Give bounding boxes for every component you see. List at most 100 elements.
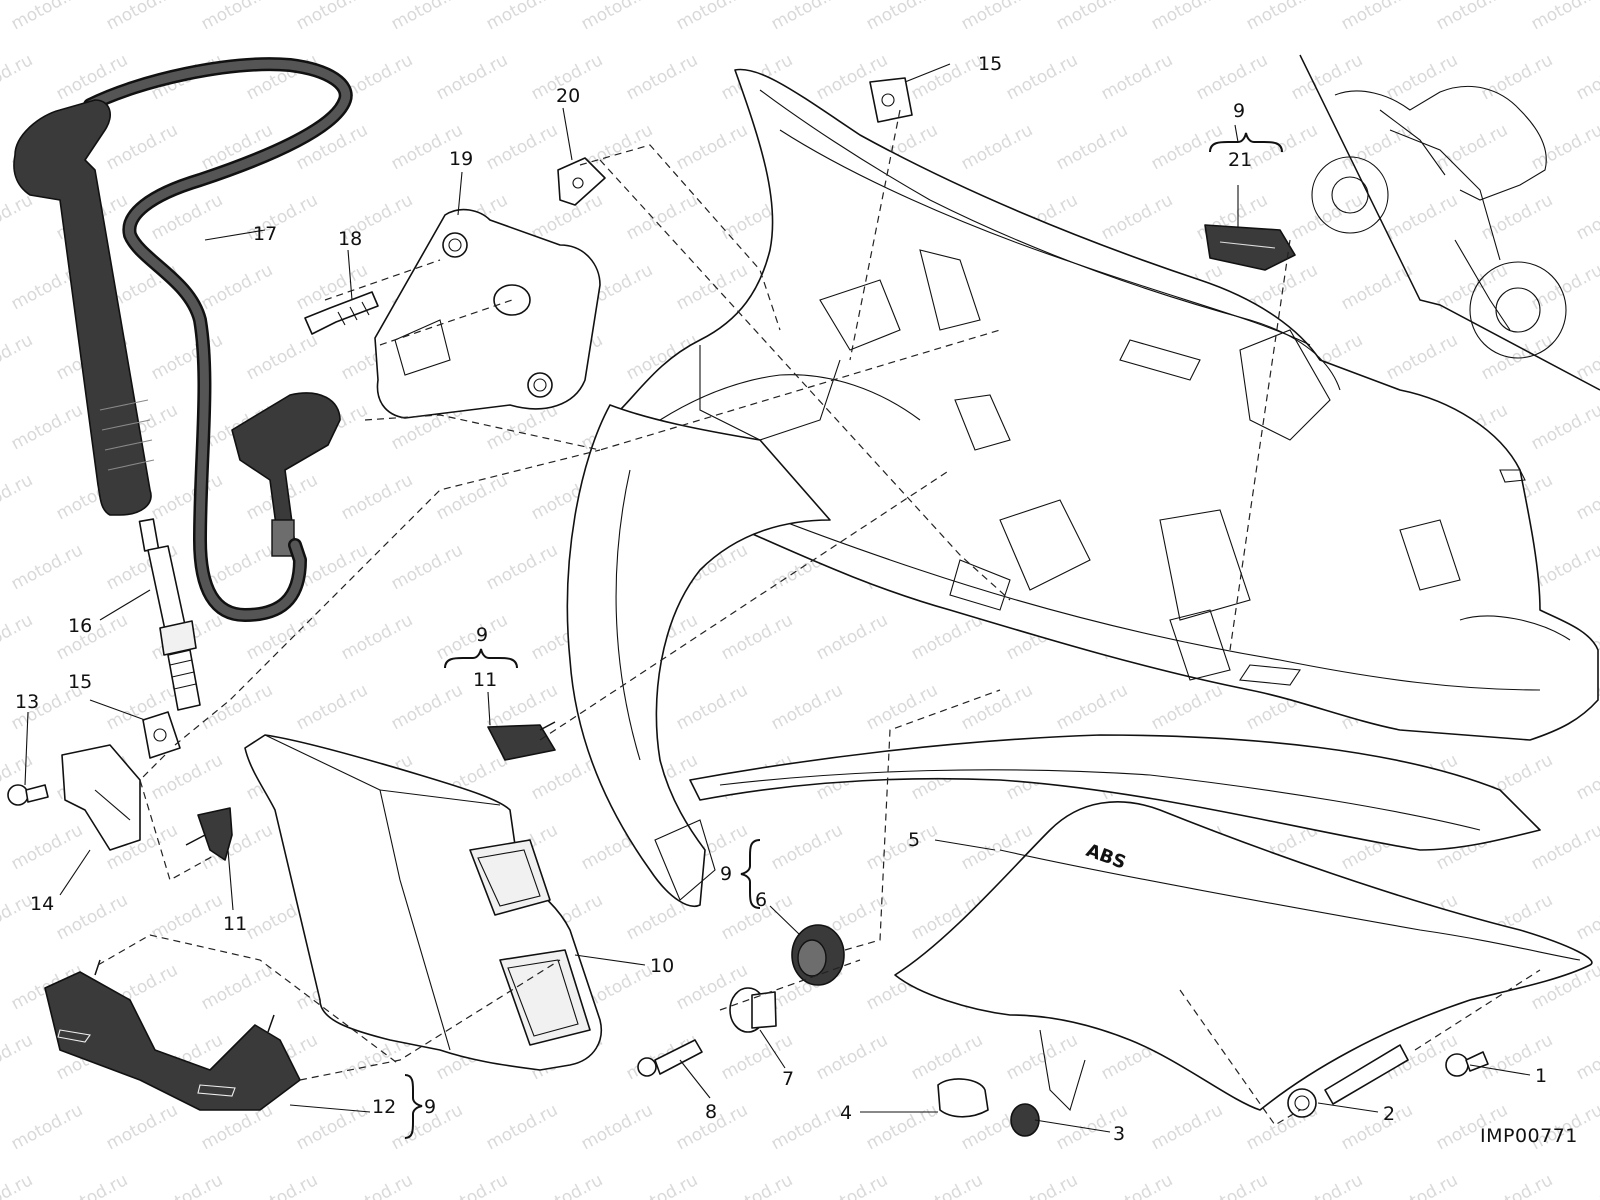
watermark-text: motod.ru bbox=[623, 50, 701, 104]
callout-9-bottom: 9 bbox=[424, 1096, 436, 1118]
watermark-text: motod.ru bbox=[673, 680, 751, 734]
ht-lead bbox=[83, 57, 353, 622]
callout-16: 16 bbox=[68, 615, 92, 637]
watermark-text: motod.ru bbox=[1243, 0, 1321, 34]
watermark-text: motod.ru bbox=[1573, 50, 1600, 104]
watermark-text: motod.ru bbox=[1478, 190, 1556, 244]
watermark-text: motod.ru bbox=[1288, 190, 1366, 244]
watermark-text: motod.ru bbox=[1383, 190, 1461, 244]
watermark-text: motod.ru bbox=[1528, 0, 1600, 34]
watermark-text: motod.ru bbox=[1098, 190, 1176, 244]
watermark-text: motod.ru bbox=[293, 0, 371, 34]
watermark-text: motod.ru bbox=[958, 0, 1036, 34]
abs-cover: ABS bbox=[894, 801, 1593, 1112]
watermark-text: motod.ru bbox=[103, 1100, 181, 1154]
watermark-text: motod.ru bbox=[1478, 1170, 1556, 1200]
watermark-text: motod.ru bbox=[8, 1100, 86, 1154]
watermark-text: motod.ru bbox=[813, 1170, 891, 1200]
watermark-text: motod.ru bbox=[1433, 120, 1511, 174]
watermark-text: motod.ru bbox=[1573, 190, 1600, 244]
brace-group bbox=[404, 132, 1283, 1139]
callout-15-top: 15 bbox=[978, 53, 1002, 75]
fairing-frame bbox=[608, 68, 1599, 741]
watermark-text: motod.ru bbox=[673, 260, 751, 314]
watermark-text: motod.ru bbox=[1478, 50, 1556, 104]
callout-14: 14 bbox=[30, 893, 54, 915]
watermark-text: motod.ru bbox=[433, 470, 511, 524]
callout-9-top: 9 bbox=[1233, 100, 1245, 122]
assembly-lines bbox=[97, 109, 1541, 1126]
small-parts-bottom bbox=[637, 224, 1489, 1137]
watermark-text: motod.ru bbox=[0, 1170, 36, 1200]
callout-21: 21 bbox=[1228, 149, 1252, 171]
watermark-text: motod.ru bbox=[1528, 260, 1600, 314]
watermark-text: motod.ru bbox=[8, 400, 86, 454]
watermark-text: motod.ru bbox=[338, 610, 416, 664]
watermark-text: motod.ru bbox=[338, 1170, 416, 1200]
watermark-text: motod.ru bbox=[863, 820, 941, 874]
watermark-text: motod.ru bbox=[53, 890, 131, 944]
watermark-text: motod.ru bbox=[0, 1030, 36, 1084]
watermark-text: motod.ru bbox=[198, 0, 276, 34]
watermark-text: motod.ru bbox=[103, 0, 181, 34]
watermark-text: motod.ru bbox=[718, 1170, 796, 1200]
watermark-text: motod.ru bbox=[293, 120, 371, 174]
watermark-text: motod.ru bbox=[813, 1030, 891, 1084]
diagram-code: IMP00771 bbox=[1480, 1125, 1578, 1147]
callout-6: 6 bbox=[755, 889, 767, 911]
watermark-text: motod.ru bbox=[293, 680, 371, 734]
callout-11-mid: 11 bbox=[473, 669, 497, 691]
watermark-text: motod.ru bbox=[1573, 330, 1600, 384]
ignition-coil bbox=[374, 208, 601, 419]
watermark-text: motod.ru bbox=[718, 610, 796, 664]
watermark-text: motod.ru bbox=[1148, 120, 1226, 174]
callout-9-right: 9 bbox=[720, 863, 732, 885]
bracket-12 bbox=[44, 959, 301, 1111]
watermark-text: motod.ru bbox=[1338, 0, 1416, 34]
watermark-text: motod.ru bbox=[148, 470, 226, 524]
watermark-text: motod.ru bbox=[1193, 50, 1271, 104]
leader-lines bbox=[24, 63, 1531, 1133]
watermark-text: motod.ru bbox=[0, 330, 36, 384]
callout-10: 10 bbox=[650, 955, 674, 977]
watermark-text: motod.ru bbox=[103, 120, 181, 174]
watermark-text: motod.ru bbox=[1573, 890, 1600, 944]
watermark-text: motod.ru bbox=[1053, 120, 1131, 174]
watermark-text: motod.ru bbox=[863, 1100, 941, 1154]
watermark-text: motod.ru bbox=[958, 680, 1036, 734]
watermark-text: motod.ru bbox=[433, 1170, 511, 1200]
callout-20: 20 bbox=[556, 85, 580, 107]
callout-19: 19 bbox=[449, 148, 473, 170]
watermark-text: motod.ru bbox=[1053, 0, 1131, 34]
watermark-text: motod.ru bbox=[1003, 1170, 1081, 1200]
watermark-text: motod.ru bbox=[1098, 50, 1176, 104]
watermark-text: motod.ru bbox=[1193, 1170, 1271, 1200]
watermark-text: motod.ru bbox=[148, 750, 226, 804]
watermark-text: motod.ru bbox=[623, 1170, 701, 1200]
watermark-text: motod.ru bbox=[1383, 1170, 1461, 1200]
watermark-text: motod.ru bbox=[0, 190, 36, 244]
watermark-text: motod.ru bbox=[768, 680, 846, 734]
watermark-text: motod.ru bbox=[958, 120, 1036, 174]
watermark-text: motod.ru bbox=[8, 820, 86, 874]
callouts: 1 2 3 4 5 6 7 8 9 9 9 9 10 11 11 12 13 1… bbox=[15, 53, 1547, 1145]
watermark-text: motod.ru bbox=[1003, 50, 1081, 104]
watermark-text: motod.ru bbox=[1573, 1030, 1600, 1084]
plug-cap bbox=[13, 99, 155, 516]
watermark-text: motod.ru bbox=[388, 540, 466, 594]
callout-5: 5 bbox=[908, 829, 920, 851]
watermark-text: motod.ru bbox=[8, 0, 86, 34]
watermark-text: motod.ru bbox=[148, 890, 226, 944]
watermark-text: motod.ru bbox=[1288, 1170, 1366, 1200]
watermark-text: motod.ru bbox=[1148, 0, 1226, 34]
watermark-text: motod.ru bbox=[768, 0, 846, 34]
watermark-text: motod.ru bbox=[673, 0, 751, 34]
watermark-text: motod.ru bbox=[388, 680, 466, 734]
watermark-text: motod.ru bbox=[1528, 400, 1600, 454]
callout-8: 8 bbox=[705, 1101, 717, 1123]
watermark-text: motod.ru bbox=[483, 1100, 561, 1154]
watermark-text: motod.ru bbox=[528, 1170, 606, 1200]
watermark-text: motod.ru bbox=[243, 1170, 321, 1200]
watermark-text: motod.ru bbox=[148, 330, 226, 384]
callout-7: 7 bbox=[782, 1068, 794, 1090]
